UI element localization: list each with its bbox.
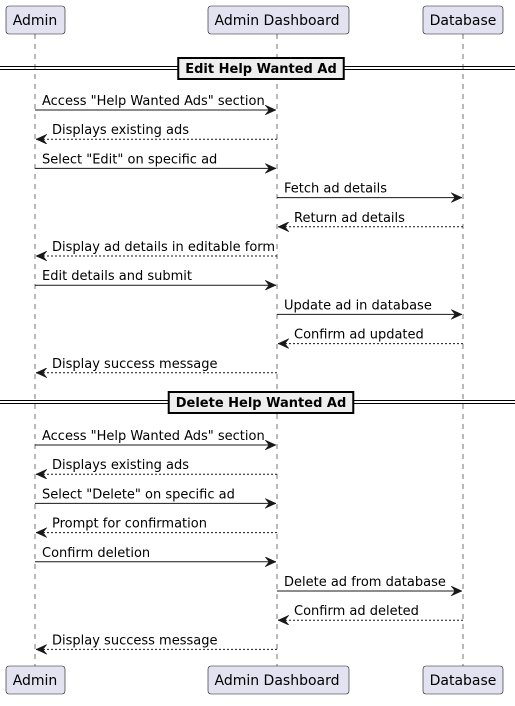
message-label: Confirm ad updated [294,328,424,343]
call-message: Select "Delete" on specific ad [35,487,276,503]
message-label: Display success message [52,357,217,372]
reply-message: Displays existing ads [36,123,277,139]
call-message: Delete ad from database [277,575,462,591]
message-label: Display success message [52,633,217,648]
participant-label: Admin Dashboard [214,13,339,29]
call-message: Access "Help Wanted Ads" section [35,94,276,110]
call-message: Edit details and submit [35,269,276,285]
participant-dashboard-top: Admin Dashboard [207,5,350,35]
participant-database-top: Database [422,5,504,35]
participant-label: Admin [13,673,58,689]
message-label: Update ad in database [284,298,432,313]
message-label: Select "Delete" on specific ad [42,487,235,502]
reply-message: Display success message [36,633,277,649]
participant-database-bottom: Database [422,665,504,695]
message-label: Fetch ad details [284,182,387,197]
participant-label: Admin Dashboard [214,673,339,689]
message-label: Displays existing ads [52,458,189,473]
message-label: Access "Help Wanted Ads" section [42,94,265,109]
participant-label: Database [430,13,497,29]
call-message: Select "Edit" on specific ad [35,152,276,168]
participant-label: Database [430,673,497,689]
message-label: Delete ad from database [284,575,446,590]
message-label: Displays existing ads [52,123,189,138]
reply-message: Displays existing ads [36,458,277,474]
participant-label: Admin [13,13,58,29]
reply-message: Display ad details in editable form [36,240,277,256]
message-label: Access "Help Wanted Ads" section [42,429,265,444]
reply-message: Return ad details [278,211,463,227]
section-divider [0,391,515,414]
section-divider [0,57,515,80]
reply-message: Confirm ad updated [278,328,463,344]
section-title: Edit Help Wanted Ad [185,62,337,77]
reply-message: Prompt for confirmation [36,517,277,533]
message-label: Display ad details in editable form [52,240,275,255]
call-message: Fetch ad details [277,182,462,198]
participant-dashboard-bottom: Admin Dashboard [207,665,350,695]
participant-admin-top: Admin [5,5,66,35]
message-label: Confirm ad deleted [294,604,419,619]
reply-message: Display success message [36,357,277,373]
section-title: Delete Help Wanted Ad [176,396,347,411]
reply-message: Confirm ad deleted [278,604,463,620]
call-message: Confirm deletion [35,546,276,562]
message-label: Return ad details [294,211,405,226]
message-label: Edit details and submit [42,269,192,284]
message-label: Select "Edit" on specific ad [42,152,217,167]
message-label: Confirm deletion [42,546,150,561]
participant-admin-bottom: Admin [5,665,66,695]
call-message: Access "Help Wanted Ads" section [35,429,276,445]
call-message: Update ad in database [277,298,462,314]
message-label: Prompt for confirmation [52,517,207,532]
